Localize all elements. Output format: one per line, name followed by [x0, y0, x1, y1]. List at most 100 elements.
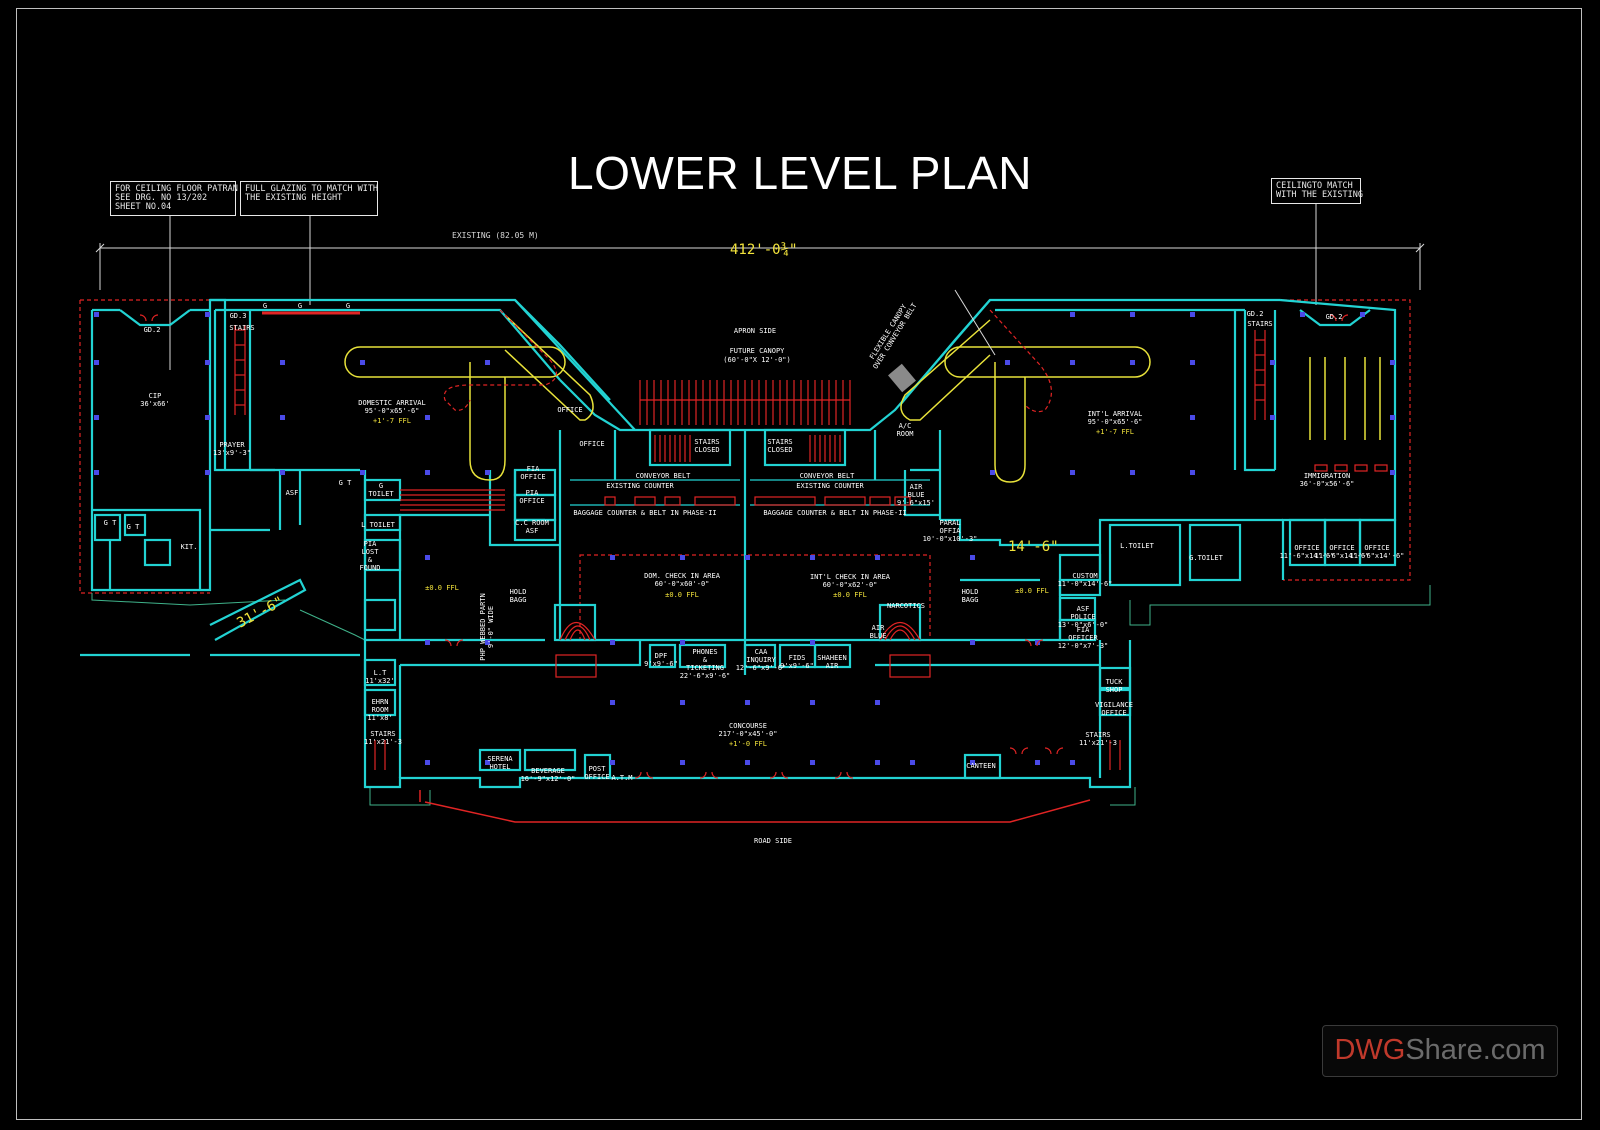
drawing-frame — [16, 8, 1582, 1120]
label-gt-1: G T — [104, 519, 117, 527]
label-g-toilet-r: G.TOILET — [1189, 554, 1224, 562]
label-intl-checkin: INT'L CHECK IN AREA — [810, 573, 891, 581]
overall-dimension-line — [95, 243, 1425, 290]
plan-title: LOWER LEVEL PLAN — [568, 147, 1032, 199]
label-baggage-2: BAGGAGE COUNTER & BELT IN PHASE-II — [763, 509, 906, 517]
label-prayer: PRAYER — [219, 441, 245, 449]
future-canopy-curves — [443, 309, 1052, 413]
label-concourse-size: 217'-0"x45'-0" — [718, 730, 777, 738]
canopy-leader — [954, 289, 996, 356]
label-intl-arrival-size: 95'-0"x65'-6" — [1088, 418, 1143, 426]
label-immigration: IMMIGRATION — [1304, 472, 1350, 480]
label-cip-size: 36'x66' — [140, 400, 170, 408]
label-dom-arrival-size: 95'-0"x65'-6" — [365, 407, 420, 415]
gap-dimension: 14'-6" — [1008, 539, 1059, 555]
label-office-b: OFFICE — [579, 440, 604, 448]
label-intl-arrival-lvl: +1'-7 FFL — [1096, 428, 1134, 436]
label-immigration-size: 36'-0"x56'-6" — [1300, 480, 1355, 488]
note-ceiling-pattern: FOR CEILING FLOOR PATRAN SEE DRG. NO 13/… — [110, 181, 238, 216]
label-l-toilet: L TOILET — [361, 521, 396, 529]
label-canopy-note: FLEXIBLE CANOPYOVER CONVEYOR BELT — [865, 297, 919, 370]
label-g3: G — [346, 302, 350, 310]
label-conveyor-2: CONVEYOR BELT — [800, 472, 856, 480]
label-atm: A.T.M — [611, 774, 632, 782]
red-details — [234, 311, 1388, 770]
watermark: DWGShare.com — [1322, 1025, 1558, 1077]
existing-dimension: EXISTING (82.05 M) — [452, 231, 539, 240]
label-intl-checkin-lvl: ±0.0 FFL — [833, 591, 867, 599]
label-gt-3: G T — [339, 479, 352, 487]
label-g1: G — [263, 302, 267, 310]
label-baggage-1: BAGGAGE COUNTER & BELT IN PHASE-II — [573, 509, 716, 517]
label-asf: ASF — [286, 489, 299, 497]
road-edge — [419, 790, 1091, 823]
label-ffl-left: ±0.0 FFL — [425, 584, 459, 592]
watermark-brand-a: DWG — [1334, 1034, 1406, 1066]
door-swings — [139, 314, 1349, 779]
label-prayer-size: 13'x9'-3" — [213, 449, 251, 457]
label-kit: KIT. — [181, 543, 198, 551]
label-canteen: CANTEEN — [966, 762, 996, 770]
label-gd3: GD.3 — [230, 312, 247, 320]
label-office-a: OFFICE — [557, 406, 582, 414]
label-gd2-left: GD.2 — [144, 326, 161, 334]
label-dom-arrival: DOMESTIC ARRIVAL — [358, 399, 425, 407]
wall-outline — [80, 298, 1397, 789]
label-gd2-right: GD.2 — [1247, 310, 1264, 318]
label-stairs-top-right: STAIRS — [1247, 320, 1272, 328]
site-outline — [91, 585, 1431, 806]
label-gt-2: G T — [127, 523, 140, 531]
label-dom-checkin-lvl: ±0.0 FFL — [665, 591, 699, 599]
conveyor-belt-block — [888, 363, 916, 393]
label-conveyor-1: CONVEYOR BELT — [636, 472, 692, 480]
canopy-outline — [344, 314, 1381, 483]
label-concourse: CONCOURSE — [729, 722, 767, 730]
label-existing-counter-1: EXISTING COUNTER — [606, 482, 674, 490]
label-road-side: ROAD SIDE — [754, 837, 792, 845]
stair-hatch — [234, 325, 1266, 770]
label-path: PHP WEBBED PARTN9'-0" WIDE — [479, 593, 495, 660]
label-intl-checkin-size: 60'-0"x62'-0" — [823, 581, 878, 589]
label-future-canopy: FUTURE CANOPY — [730, 347, 786, 355]
label-narcotics: NARCOTICS — [887, 602, 925, 610]
label-dom-arrival-lvl: +1'-7 FFL — [373, 417, 411, 425]
future-canopy-hatch — [639, 380, 851, 425]
escalators — [555, 621, 931, 678]
label-cip: CIP — [149, 392, 162, 400]
label-g2: G — [298, 302, 302, 310]
overall-dimension: 412'-0¾" — [730, 242, 797, 258]
label-dom-checkin-size: 60'-0"x60'-0" — [655, 580, 710, 588]
label-gd2-right: GD.2 — [1326, 313, 1343, 321]
counter-marks — [604, 464, 1388, 506]
label-concourse-lvl: +1'-0 FFL — [729, 740, 767, 748]
